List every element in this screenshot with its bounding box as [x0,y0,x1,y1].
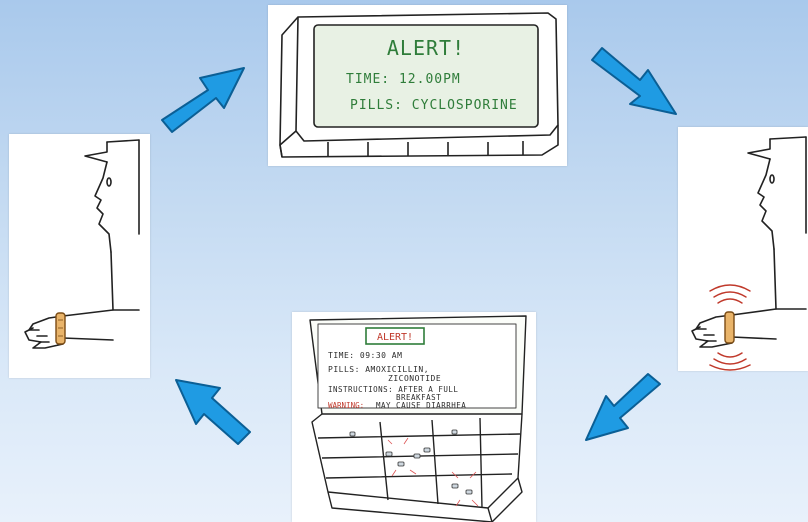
bottom-alert-pills-line2: ZICONOTIDE [388,374,441,383]
wristband-icon [725,312,734,343]
person-panel-right [678,127,808,371]
bottom-alert-pills-line1: PILLS: AMOXICILLIN, [328,365,429,374]
top-alert-pills: PILLS: CYCLOSPORINE [350,98,518,113]
arrow-icon [152,62,252,134]
top-alert-title: ALERT! [387,36,465,60]
person-panel-left [9,134,150,378]
alert-device-sketch: ALERT! TIME: 12.00PM PILLS: CYCLOSPORINE [268,5,567,166]
bottom-alert-title: ALERT! [377,332,413,343]
bottom-alert-warning-text: MAY CAUSE DIARRHEA [376,401,466,410]
bottom-alert-time: TIME: 09:30 AM [328,351,402,360]
person-wearing-wristband-sketch [9,134,150,378]
wristband-icon [56,313,65,344]
top-alert-time: TIME: 12.00PM [346,72,461,87]
pill-organizer-icon: ALERT! TIME: 09:30 AM PILLS: AMOXICILLIN… [292,312,536,522]
pill-organizer-panel-bottom: ALERT! TIME: 09:30 AM PILLS: AMOXICILLIN… [292,312,536,522]
bottom-alert-warning-label: WARNING: [328,401,364,410]
arrow-icon [580,372,666,446]
arrow-icon [170,374,256,450]
alert-device-panel-top: ALERT! TIME: 12.00PM PILLS: CYCLOSPORINE [268,5,567,166]
arrow-icon [586,42,682,120]
person-wristband-vibrating-sketch [678,127,808,371]
